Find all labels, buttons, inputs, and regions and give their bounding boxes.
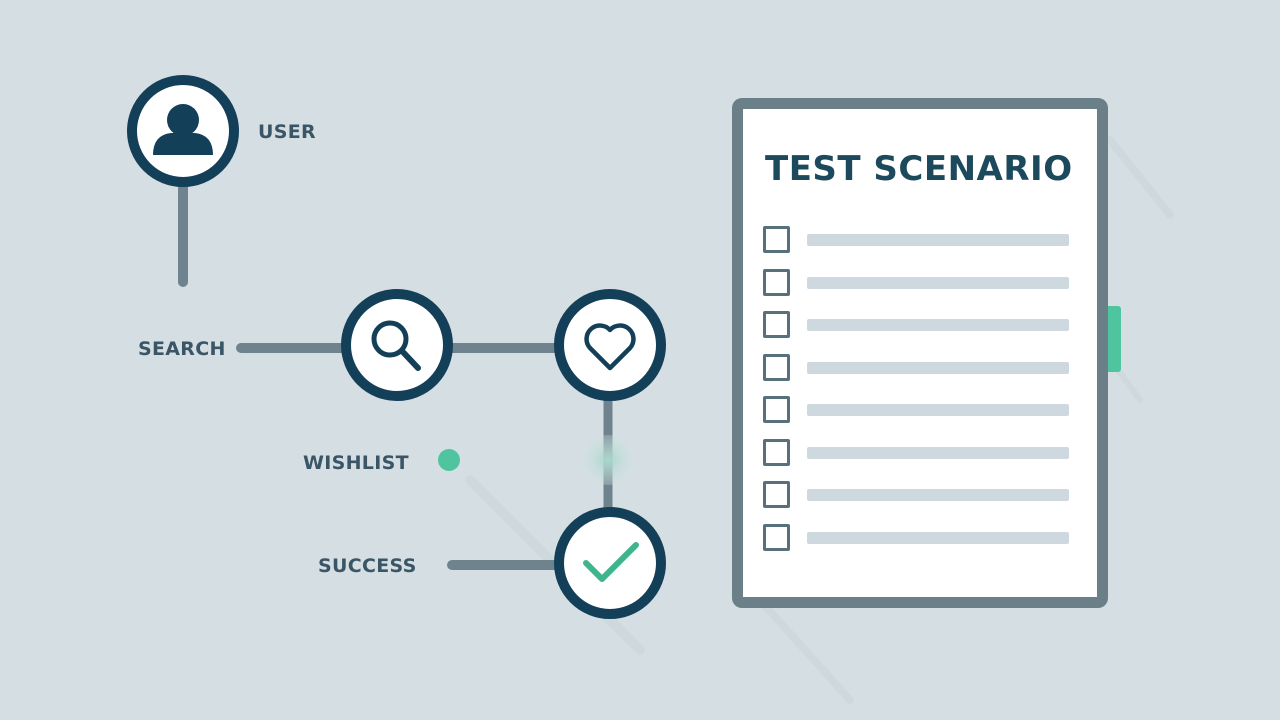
checklist-checkbox[interactable] [763,353,790,381]
checklist-item [761,352,1081,395]
test-scenario-clipboard: TEST SCENARIO [732,98,1108,608]
wishlist-node [554,289,666,401]
checklist-checkbox[interactable] [763,396,790,423]
magnifier-icon [371,320,421,371]
checklist-line [807,489,1069,501]
user-label: USER [258,121,316,143]
search-node [341,289,453,401]
checklist-item [761,522,1081,565]
checklist-line [807,446,1069,459]
search-label: SEARCH [138,338,226,360]
success-node [554,507,666,619]
checklist-line [807,234,1069,246]
checklist-item [761,309,1081,352]
checklist [761,224,1081,564]
heart-icon [584,323,636,371]
wishlist-dot [438,449,460,471]
checklist-item [761,479,1081,522]
user-icon [153,104,213,155]
wishlist-label: WISHLIST [303,452,409,474]
checklist-line [807,361,1069,374]
checklist-item [761,437,1081,480]
checklist-item [761,267,1081,310]
success-label: SUCCESS [318,555,417,577]
checklist-line [807,276,1069,289]
checklist-checkbox[interactable] [763,311,790,338]
checklist-item [761,224,1081,267]
checklist-line [807,404,1069,416]
checklist-checkbox[interactable] [763,523,790,551]
checklist-line [807,319,1069,331]
checkmark-icon [583,542,639,582]
checklist-item [761,394,1081,437]
checklist-line [807,531,1069,544]
wishlist-junction [583,435,633,485]
user-node [127,75,239,187]
checklist-checkbox[interactable] [763,481,790,508]
checklist-checkbox[interactable] [763,268,790,296]
clipboard-title: TEST SCENARIO [765,149,1073,189]
checklist-checkbox[interactable] [763,226,790,253]
checklist-checkbox[interactable] [763,438,790,466]
